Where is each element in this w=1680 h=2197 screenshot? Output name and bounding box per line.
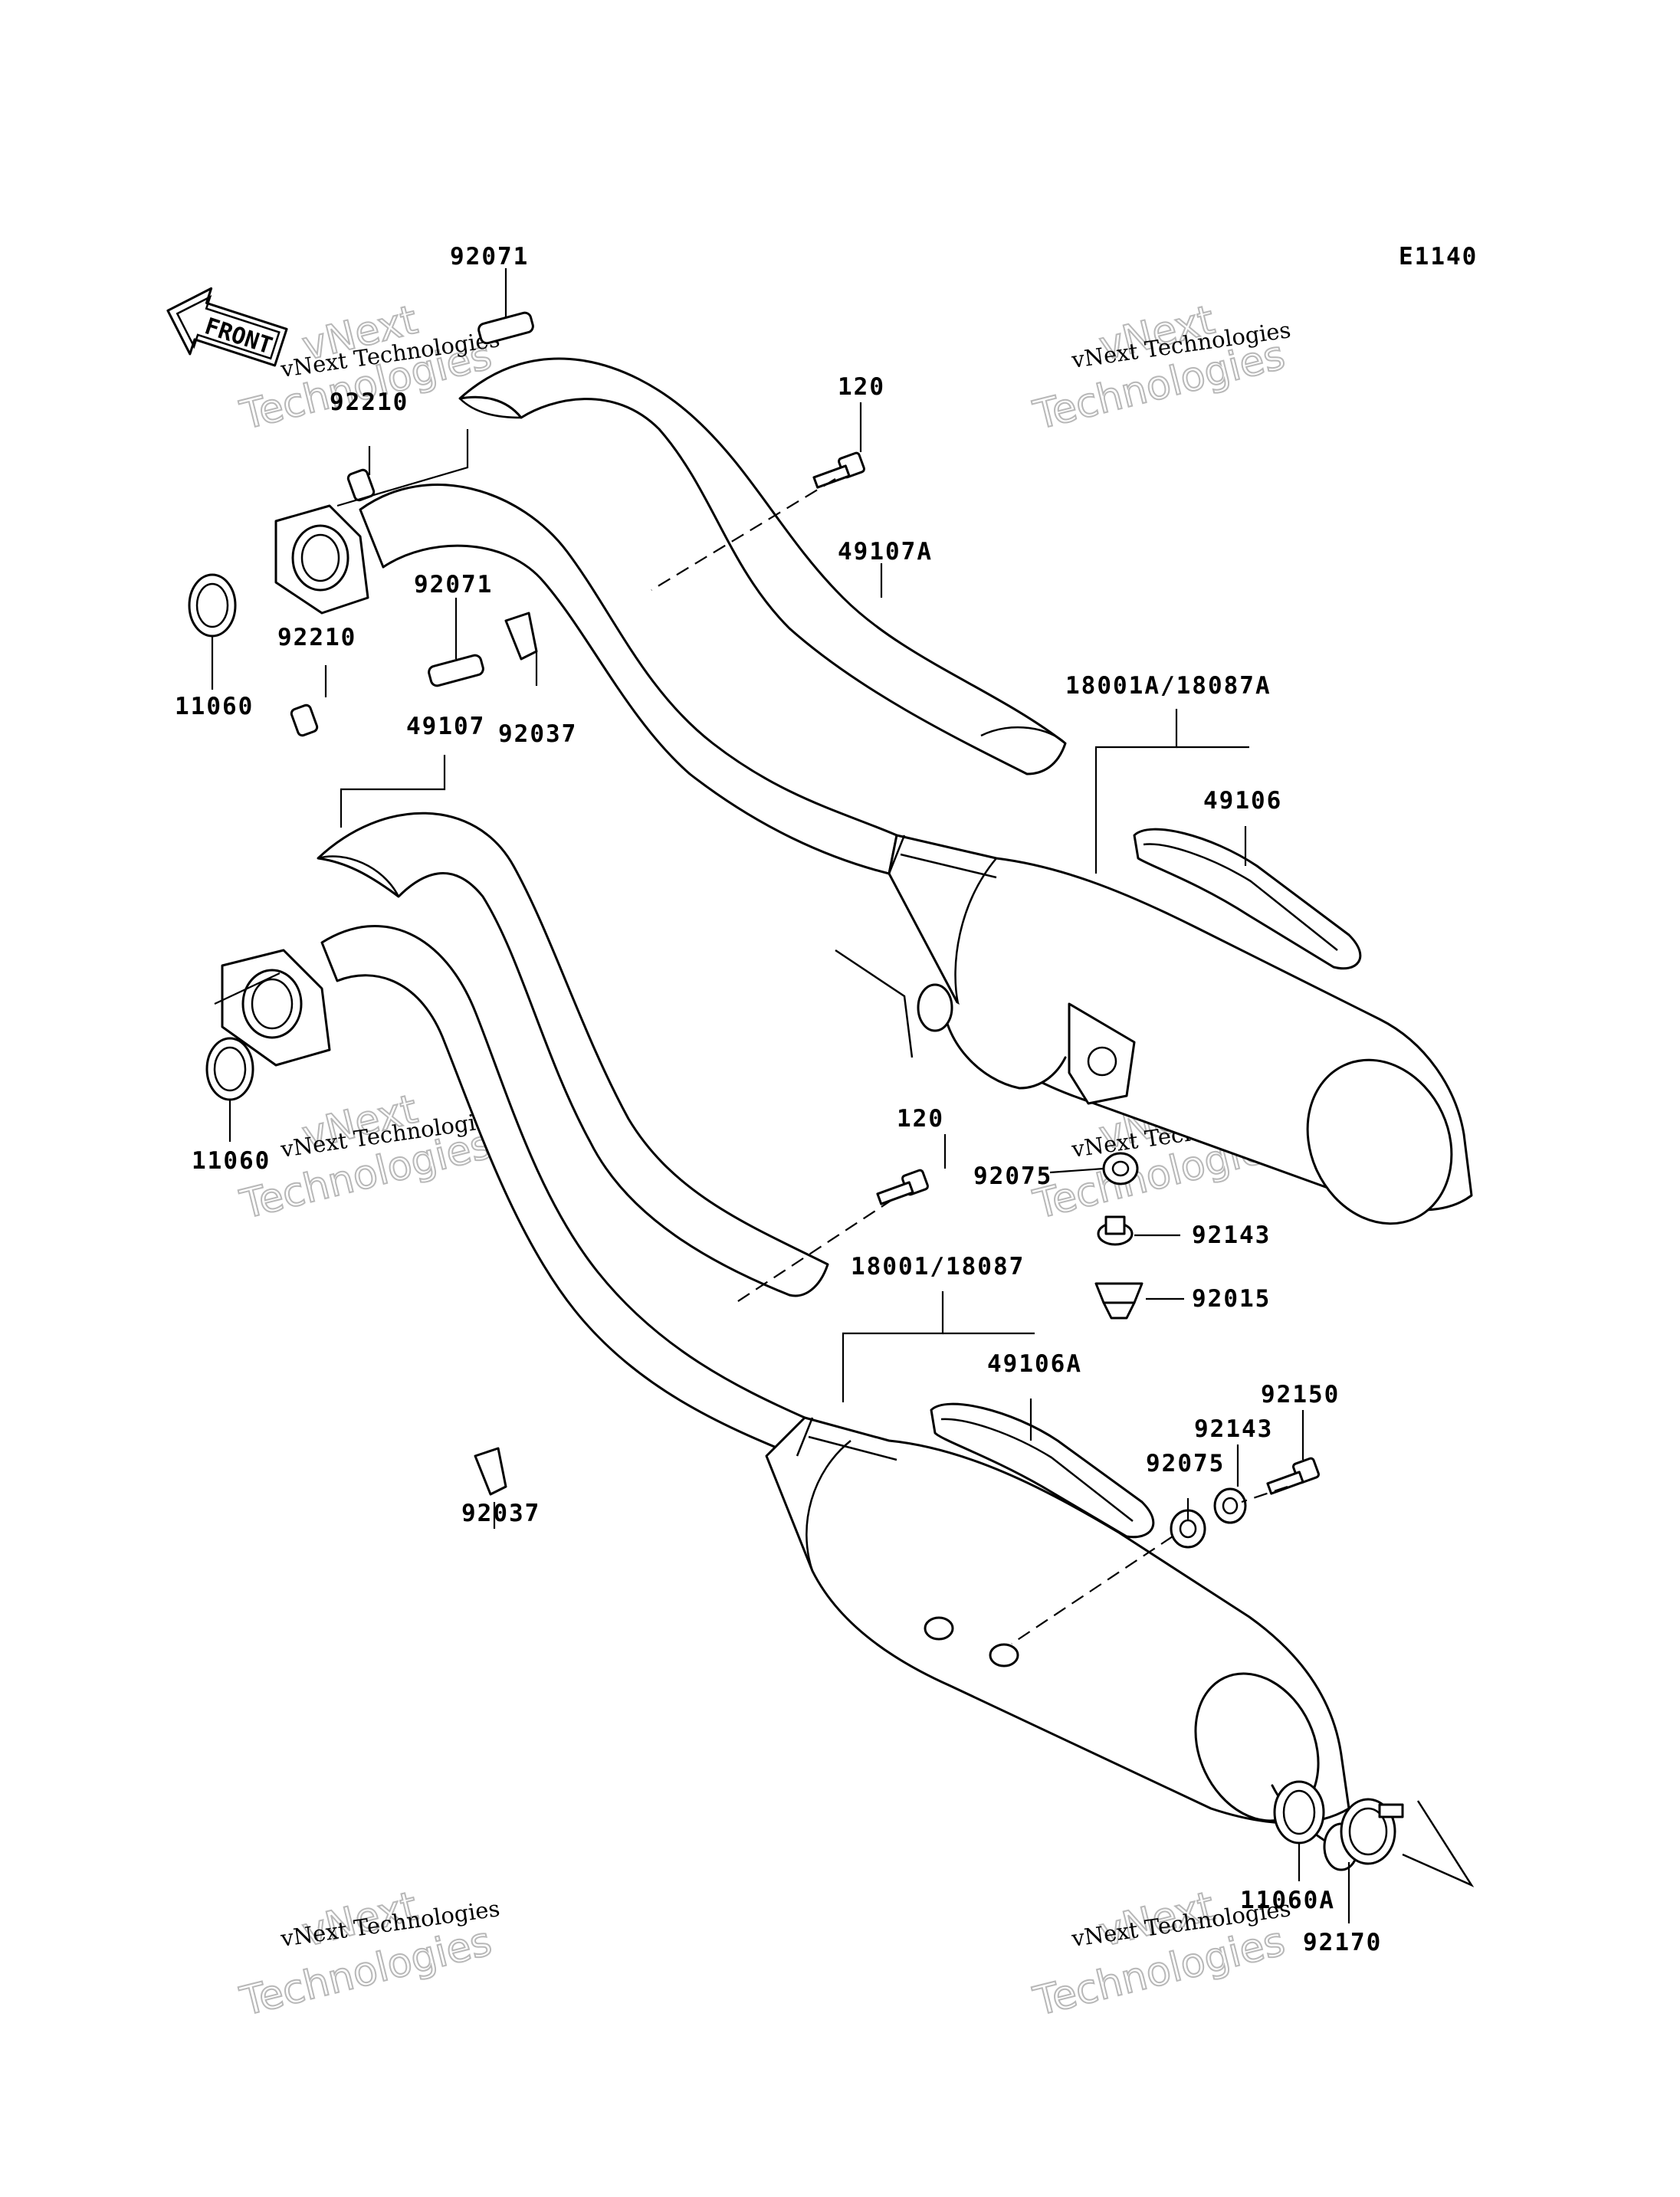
watermark-mid-left: vNext Technologies vNext Technologies <box>235 1086 502 1229</box>
heat-cover-49107a <box>458 357 1067 776</box>
watermark-top-right: vNext Technologies vNext Technologies <box>1029 297 1293 440</box>
label-120-top: 120 <box>838 373 885 401</box>
watermark-top-left: vNext Technologies vNext Technologies <box>235 297 502 440</box>
bolt-120-mid <box>876 1169 929 1205</box>
bolt-120-top <box>812 451 865 489</box>
bolt-92150 <box>1266 1457 1320 1495</box>
mounting-bracket-upper <box>1068 1002 1136 1105</box>
label-11060a: 11060A <box>1240 1887 1335 1914</box>
leader-lines <box>211 268 1350 1923</box>
lower-muffler-assembly <box>221 654 1360 1871</box>
part-labels: 92071 92210 120 49107A 11060 92210 92071… <box>175 243 1382 1956</box>
clamp-92170 <box>1340 1798 1404 1865</box>
label-49106: 49106 <box>1203 787 1282 815</box>
label-11060-mid: 11060 <box>192 1147 271 1175</box>
label-92143-bottom: 92143 <box>1194 1415 1273 1443</box>
collar-92143-top <box>1097 1215 1134 1246</box>
watermark-bottom-left: vNext Technologies vNext Technologies <box>235 1883 502 2026</box>
label-92150: 92150 <box>1261 1381 1340 1408</box>
label-92037-bottom: 92037 <box>461 1500 540 1527</box>
label-92170: 92170 <box>1303 1929 1382 1956</box>
diagram-code: E1140 <box>1399 243 1478 271</box>
collar-92143-bottom <box>1213 1487 1247 1524</box>
label-92210-mid: 92210 <box>277 624 356 651</box>
gasket-11060a <box>1273 1780 1325 1844</box>
label-49107: 49107 <box>406 713 485 740</box>
label-92210-top: 92210 <box>330 389 409 416</box>
label-11060-top: 11060 <box>175 693 254 720</box>
label-92015: 92015 <box>1192 1285 1271 1313</box>
label-92075-top: 92075 <box>973 1162 1052 1190</box>
label-92071-mid: 92071 <box>414 571 493 598</box>
label-92071-top: 92071 <box>450 243 529 271</box>
assembly-dashes <box>651 478 1288 1644</box>
gasket-11060-mid <box>205 1037 254 1101</box>
label-49107a: 49107A <box>838 538 933 566</box>
label-18001-18087: 18001/18087 <box>851 1253 1025 1280</box>
label-18001a-18087a: 18001A/18087A <box>1065 672 1271 700</box>
label-92037-top: 92037 <box>498 720 577 748</box>
damper-92075-top <box>1102 1152 1139 1185</box>
label-120-mid: 120 <box>897 1105 944 1133</box>
heat-guard-49106a <box>930 1402 1155 1539</box>
label-49106a: 49106A <box>987 1350 1082 1378</box>
front-arrow-icon: FRONT <box>166 287 288 367</box>
label-92143-top: 92143 <box>1192 1221 1271 1249</box>
label-92075-bottom: 92075 <box>1146 1450 1225 1477</box>
grommet-92015 <box>1094 1282 1144 1320</box>
heat-cover-49107 <box>317 812 829 1297</box>
upper-muffler-assembly <box>274 311 1473 1225</box>
gasket-11060-top <box>188 573 237 638</box>
heat-guard-49106 <box>1133 828 1362 970</box>
